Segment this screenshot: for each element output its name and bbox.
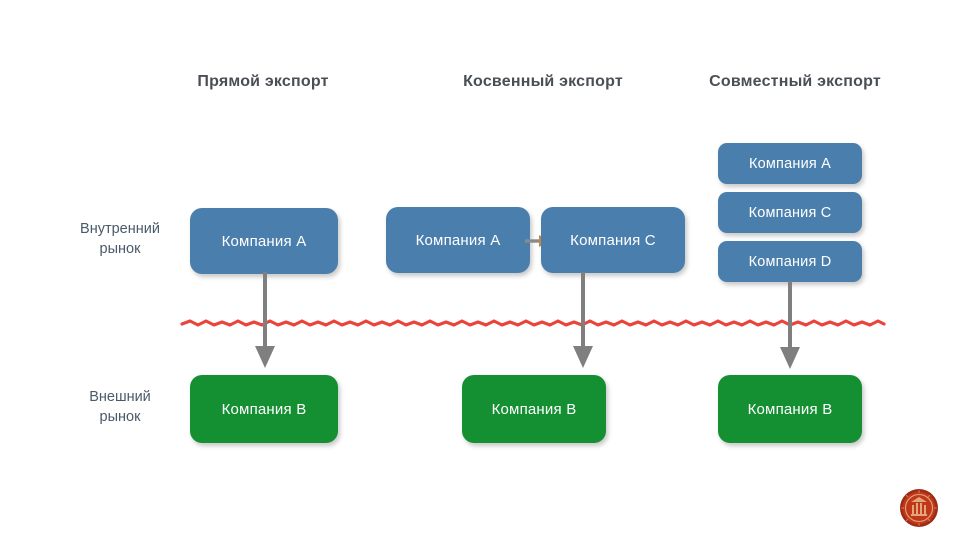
arrow-indirect-down: [573, 272, 593, 368]
axis-label-domestic-market: Внутренний рынок: [60, 220, 180, 259]
box-indirect-domestic-company-a[interactable]: Компания А: [386, 207, 530, 273]
state-border-line: [180, 319, 886, 327]
arrow-joint-down: [780, 281, 800, 369]
axis-label-foreign-line1: Внешний: [89, 389, 151, 405]
axis-label-domestic-line1: Внутренний: [80, 221, 160, 237]
box-indirect-foreign-company-b[interactable]: Компания В: [462, 375, 606, 443]
box-joint-domestic-company-c[interactable]: Компания С: [718, 192, 862, 233]
axis-label-domestic-line2: рынок: [99, 240, 141, 257]
column-title-joint: Совместный экспорт: [709, 73, 881, 90]
round-seal-logo: [900, 489, 938, 527]
box-joint-foreign-company-b[interactable]: Компания В: [718, 375, 862, 443]
box-indirect-domestic-company-c[interactable]: Компания С: [541, 207, 685, 273]
axis-label-foreign-market: Внешний рынок: [60, 388, 180, 427]
column-title-indirect: Косвенный экспорт: [463, 73, 623, 90]
box-joint-domestic-company-d[interactable]: Компания D: [718, 241, 862, 282]
box-direct-domestic-company-a[interactable]: Компания А: [190, 208, 338, 274]
axis-label-foreign-line2: рынок: [99, 408, 141, 425]
box-joint-domestic-company-a[interactable]: Компания А: [718, 143, 862, 184]
column-title-direct: Прямой экспорт: [197, 73, 329, 90]
arrow-direct-down: [255, 272, 275, 368]
box-direct-foreign-company-b[interactable]: Компания В: [190, 375, 338, 443]
